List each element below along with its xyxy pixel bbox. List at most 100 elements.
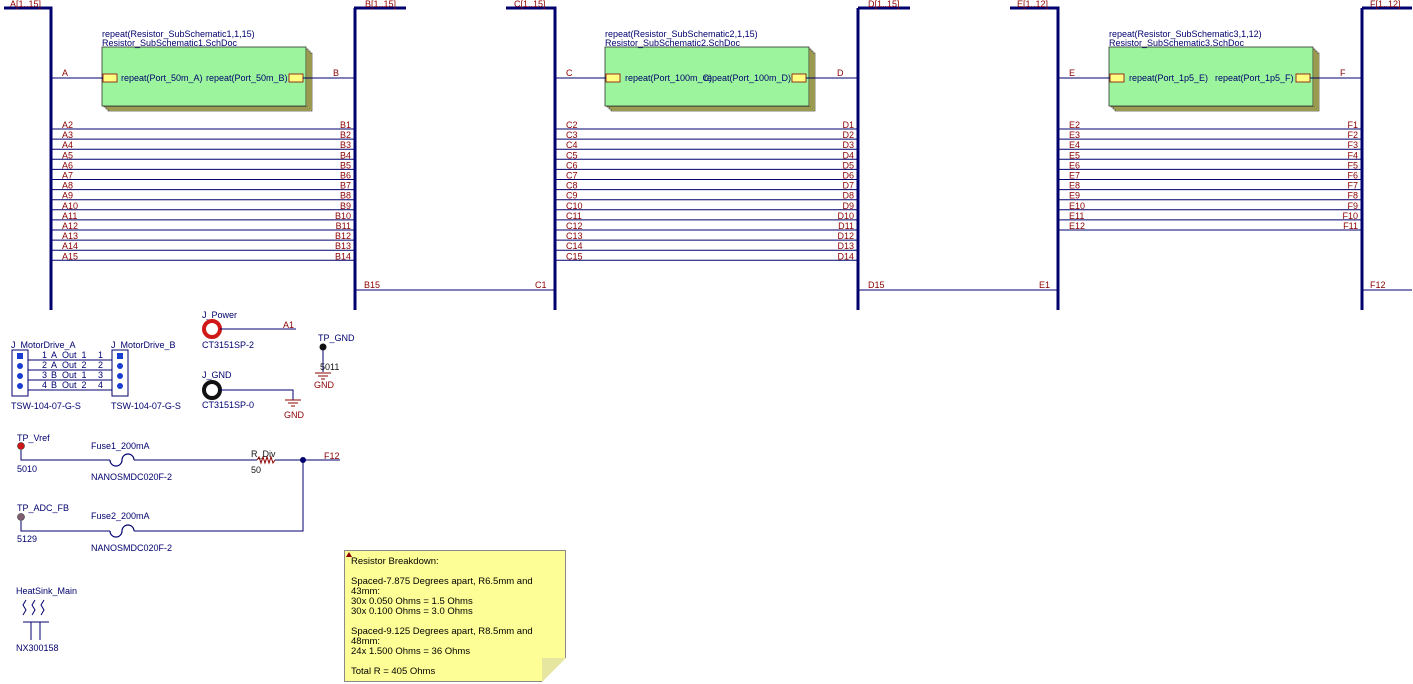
- sheet2-port-in-label: repeat(Port_100m_C): [625, 73, 712, 83]
- net-label: D5: [842, 160, 854, 170]
- sheet-symbol-3[interactable]: repeat(Resistor_SubSchematic3,1,12) Resi…: [1108, 29, 1320, 112]
- net-label: B7: [340, 181, 351, 191]
- net-label: E2: [1069, 120, 1080, 130]
- harness-label-a: A[1..15]: [10, 0, 41, 9]
- net-label: C14: [566, 241, 583, 251]
- net-label: E1: [1039, 280, 1050, 290]
- net-label: E10: [1069, 201, 1085, 211]
- resistor-breakdown-note[interactable]: Resistor Breakdown: Spaced-7.875 Degrees…: [344, 550, 566, 682]
- net-label: E11: [1069, 211, 1084, 221]
- j-gnd[interactable]: J_GND GND CT3151SP-0: [202, 370, 305, 420]
- motor-drive-b[interactable]: J_MotorDrive_B TSW-104-07-G-S: [111, 340, 181, 411]
- net-label: D7: [842, 181, 854, 191]
- net-label: F9: [1347, 201, 1358, 211]
- square-pin-icon: [17, 353, 23, 359]
- sheet-symbol-2[interactable]: repeat(Resistor_SubSchematic2,1,15) Resi…: [604, 29, 816, 112]
- heatsink-main[interactable]: HeatSink_Main NX300158: [16, 586, 77, 653]
- net-label: D11: [838, 221, 854, 231]
- net-label: F11: [1343, 221, 1358, 231]
- fuse1[interactable]: Fuse1_200mA NANOSMDC020F-2: [91, 441, 172, 482]
- r-div[interactable]: R_Div 50 F12: [251, 449, 340, 475]
- note-line: Spaced-9.125 Degrees apart, R8.5mm and 4…: [351, 626, 533, 647]
- net-label: C10: [566, 201, 583, 211]
- sheet3-port-in-label: repeat(Port_1p5_E): [1129, 73, 1208, 83]
- designator: TP_Vref: [17, 433, 50, 443]
- note-line: 24x 1.500 Ohms = 36 Ohms: [351, 646, 471, 657]
- net-label: F2: [1347, 130, 1358, 140]
- part-number: NX300158: [16, 643, 59, 653]
- sheet3-repeat: repeat(Resistor_SubSchematic3,1,12): [1109, 29, 1262, 39]
- net-label: D15: [868, 280, 885, 290]
- net-label: B14: [335, 251, 351, 261]
- net-label: D10: [837, 211, 854, 221]
- net-label: D12: [837, 231, 854, 241]
- part-number: 5010: [17, 464, 37, 474]
- net-label: F8: [1347, 191, 1358, 201]
- tp-vref[interactable]: TP_Vref 5010: [17, 433, 50, 474]
- net-label: A12: [62, 221, 78, 231]
- harness-c[interactable]: [506, 6, 557, 310]
- designator: J_Power: [202, 310, 237, 320]
- test-pad-red-icon: [202, 319, 222, 339]
- part-number: CT3151SP-2: [202, 340, 254, 350]
- net-label: C4: [566, 140, 578, 150]
- harness-label-d: D[1..15]: [868, 0, 900, 9]
- pin-number: 3: [42, 370, 47, 380]
- resistor-icon: [256, 455, 276, 465]
- j-power[interactable]: J_Power A1 CT3151SP-2: [202, 310, 296, 350]
- sheet-symbol-1[interactable]: repeat(Resistor_SubSchematic1,1,15) Resi…: [101, 29, 313, 112]
- sheet3-port-out[interactable]: [1295, 73, 1311, 83]
- harness-label-b: B[1..15]: [365, 0, 396, 9]
- note-collapse-icon[interactable]: [346, 552, 352, 557]
- net-label: A_Out_1: [51, 350, 87, 360]
- net-label: B8: [340, 191, 351, 201]
- designator: Fuse2_200mA: [91, 511, 150, 521]
- fuse-icon: [109, 453, 135, 467]
- net-label: E3: [1069, 130, 1080, 140]
- designator: J_MotorDrive_B: [111, 340, 176, 350]
- pin-icon: [117, 363, 123, 369]
- sheet1-port-in[interactable]: [102, 73, 118, 83]
- motor-drive-a[interactable]: J_MotorDrive_A TSW-104-07-G-S: [11, 340, 81, 411]
- sheet2-port-in[interactable]: [605, 73, 621, 83]
- sheet1-repeat: repeat(Resistor_SubSchematic1,1,15): [102, 29, 255, 39]
- tp-adc-fb[interactable]: TP_ADC_FB 5129: [17, 503, 69, 544]
- net-label: B: [333, 68, 339, 78]
- sheet2-port-out[interactable]: [791, 73, 807, 83]
- designator: R_Div: [251, 449, 276, 459]
- part-number: 5129: [17, 534, 37, 544]
- sheet3-port-in[interactable]: [1109, 73, 1125, 83]
- sheet1-port-out[interactable]: [288, 73, 304, 83]
- net-label: D: [837, 68, 844, 78]
- net-label: E8: [1069, 181, 1080, 191]
- net-label: D8: [842, 191, 854, 201]
- note-line: Spaced-7.875 Degrees apart, R6.5mm and 4…: [351, 576, 533, 597]
- net-label: A7: [62, 171, 73, 181]
- net-label: C3: [566, 130, 578, 140]
- tp-gnd[interactable]: TP_GND 5011 GND: [314, 333, 355, 390]
- net-label: C5: [566, 150, 578, 160]
- pin-number: 1: [42, 350, 47, 360]
- harness-label-e: E[1..12]: [1017, 0, 1048, 9]
- designator: J_GND: [202, 370, 232, 380]
- net-label: F: [1340, 68, 1346, 78]
- part-number: NANOSMDC020F-2: [91, 543, 172, 553]
- part-number: TSW-104-07-G-S: [111, 401, 181, 411]
- net-label: A9: [62, 191, 73, 201]
- pin-icon: [17, 383, 23, 389]
- sheet2-doc: Resistor_SubSchematic2.SchDoc: [605, 38, 741, 48]
- sheet2-repeat: repeat(Resistor_SubSchematic2,1,15): [605, 29, 758, 39]
- part-number: TSW-104-07-G-S: [11, 401, 81, 411]
- net-label: A13: [62, 231, 78, 241]
- net-label: C2: [566, 120, 578, 130]
- pin-number: 4: [42, 380, 47, 390]
- harness-a[interactable]: [4, 6, 53, 310]
- designator: Fuse1_200mA: [91, 441, 150, 451]
- test-point-icon: [17, 442, 25, 450]
- harness-e[interactable]: [1010, 6, 1060, 310]
- crossover-labels: B15 C1 D15 E1 F12: [364, 280, 1386, 290]
- fuse2[interactable]: Fuse2_200mA NANOSMDC020F-2: [91, 511, 172, 553]
- net-label: E12: [1069, 221, 1085, 231]
- net-label: F12: [1370, 280, 1386, 290]
- part-number: CT3151SP-0: [202, 400, 254, 410]
